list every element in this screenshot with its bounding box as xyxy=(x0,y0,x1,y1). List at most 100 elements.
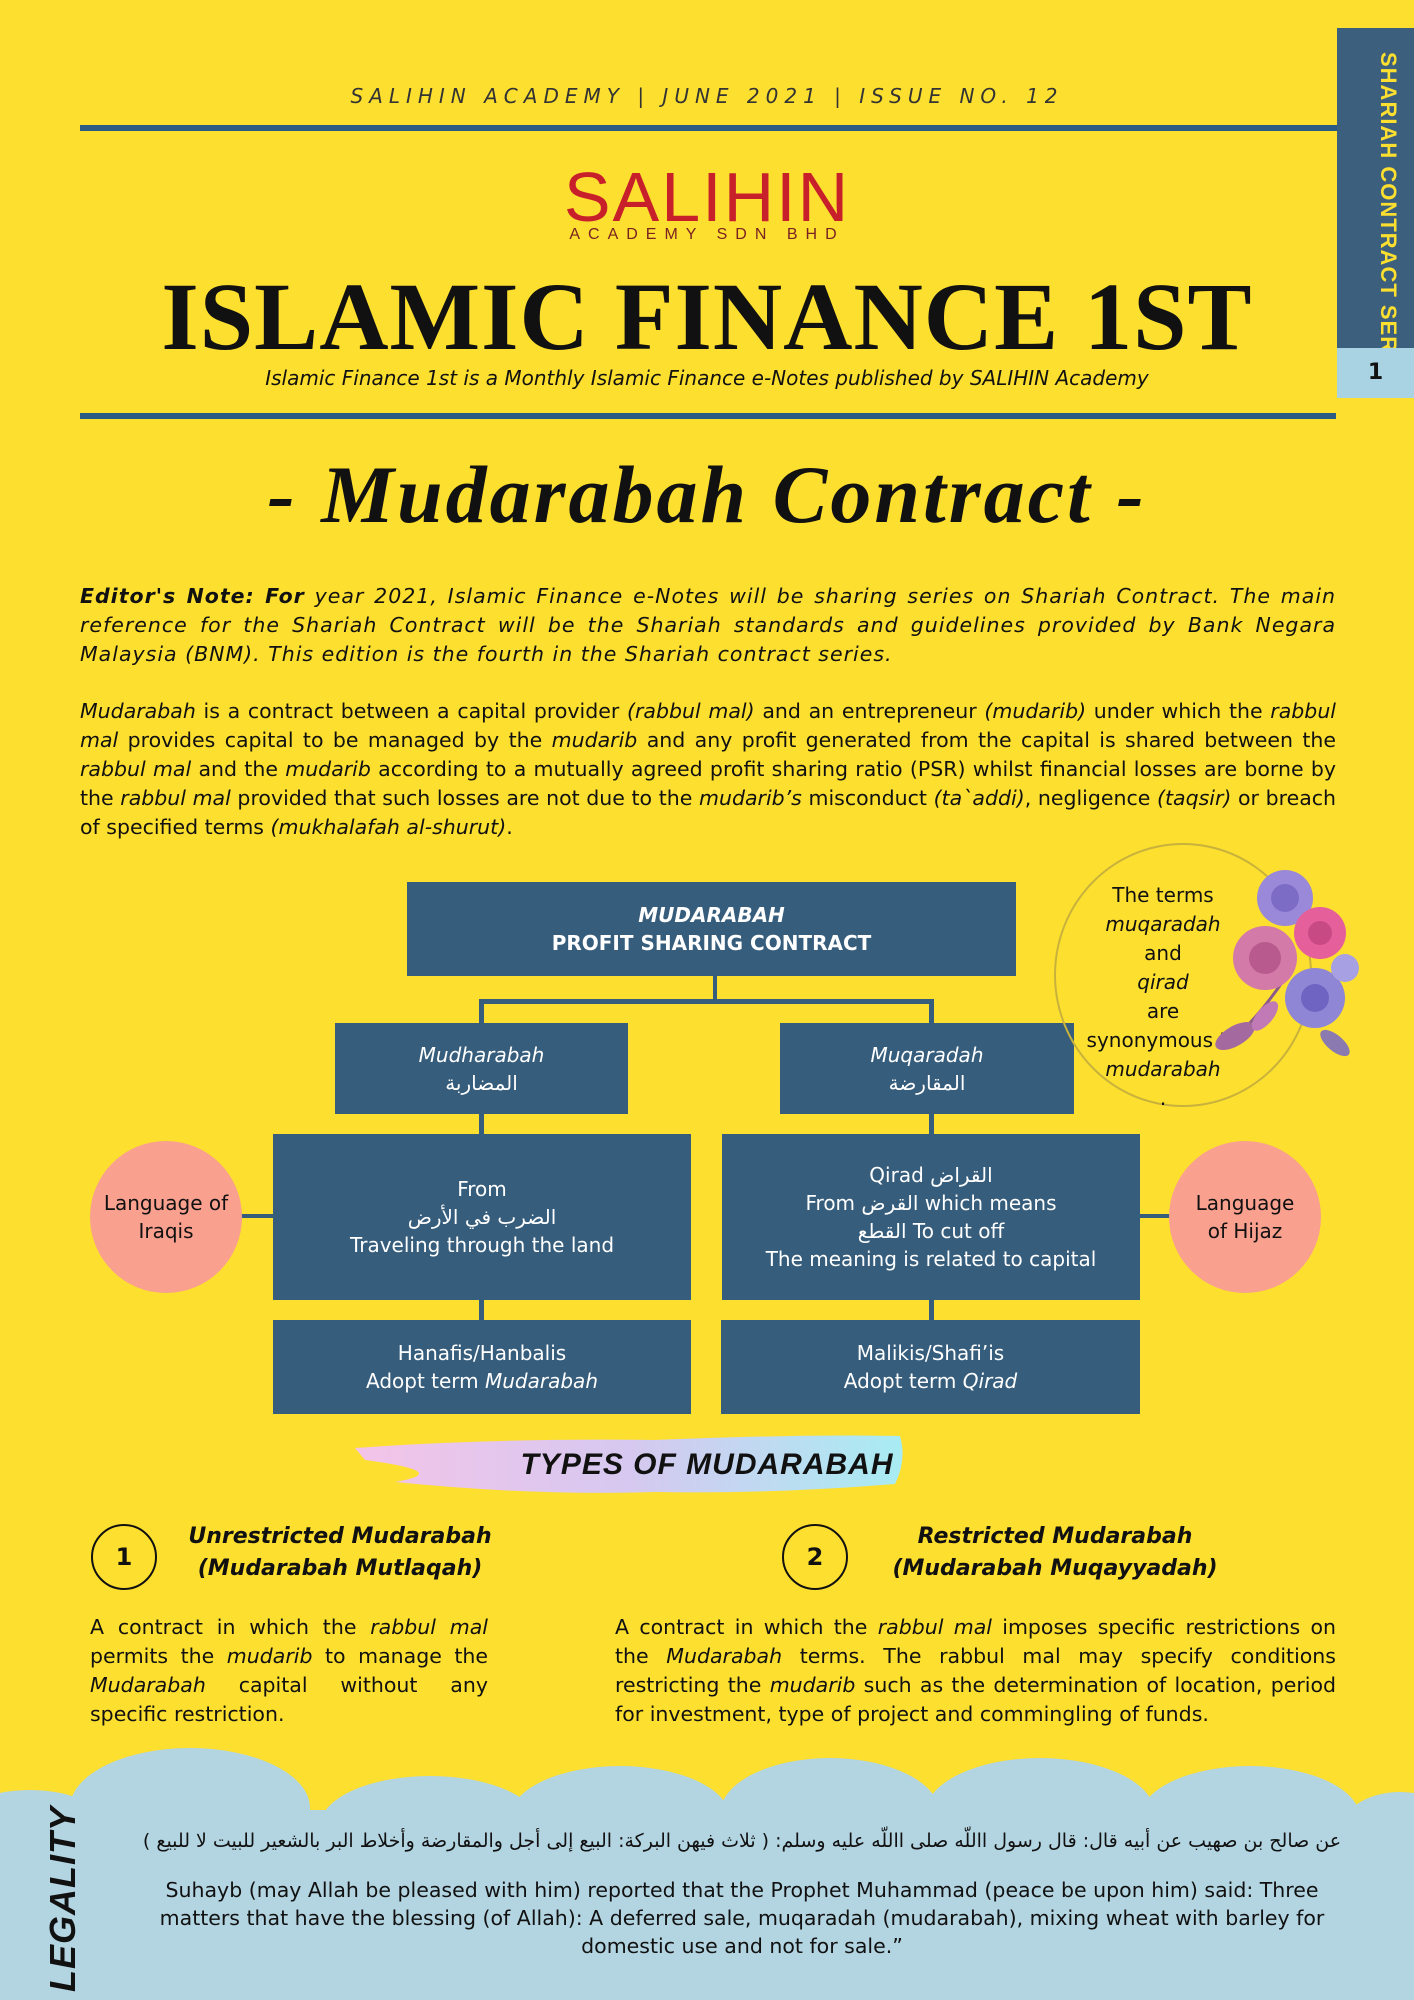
text: and any profit generated from the capita… xyxy=(637,728,1336,752)
note-text: . xyxy=(1159,1086,1167,1110)
note-line: The terms xyxy=(1112,883,1214,907)
term: (mukhalafah al-shurut) xyxy=(270,815,507,839)
editor-note-lead: Editor's Note: For xyxy=(80,584,305,608)
type-number-badge: 2 xyxy=(782,1524,848,1590)
term: (rabbul mal) xyxy=(626,699,755,723)
legality-label: LEGALITY xyxy=(42,1806,83,1992)
brush-stroke-banner xyxy=(355,1435,903,1493)
origin-line: القطع To cut off xyxy=(857,1219,1005,1243)
adopt-term: Mudarabah xyxy=(485,1369,598,1393)
page-number: 1 xyxy=(1337,348,1414,398)
logo-subtitle: ACADEMY SDN BHD xyxy=(569,226,845,243)
note-line: qirad are xyxy=(1056,968,1270,1026)
note-term: qirad xyxy=(1137,970,1189,994)
connector xyxy=(479,999,484,1024)
article-headline: - Mudarabah Contract - xyxy=(267,449,1147,540)
text: to manage the xyxy=(312,1644,488,1668)
note-text: are xyxy=(1146,999,1180,1023)
origin-line: From xyxy=(457,1177,507,1201)
origin-line: Traveling through the land xyxy=(349,1233,615,1257)
text: imposes specific restrictions on the xyxy=(615,1615,1336,1668)
type-description: A contract in which the rabbul mal impos… xyxy=(615,1613,1336,1729)
logo-name: SALIHIN xyxy=(563,158,851,236)
type-name: Restricted Mudarabah xyxy=(917,1524,1193,1549)
text: or breach of specified terms xyxy=(80,786,1337,839)
school-box-right: Malikis/Shafi’is Adopt term Qirad xyxy=(721,1320,1140,1414)
diagram-root: MUDARABAH PROFIT SHARING CONTRACT xyxy=(407,882,1016,976)
text: according to a mutually agreed profit sh… xyxy=(80,757,1336,810)
term-box-muqaradah: Muqaradah المقارضة xyxy=(780,1023,1074,1114)
term: mudarib xyxy=(769,1673,856,1697)
text: . xyxy=(506,815,513,839)
text: and an entrepreneur xyxy=(754,699,985,723)
text: terms. The rabbul mal may specify condit… xyxy=(615,1644,1336,1697)
connector xyxy=(929,1299,934,1321)
connector xyxy=(239,1214,273,1218)
hadith-arabic: عن صالح بن صهيب عن أبيه قال: قال رسول اا… xyxy=(142,1830,1342,1852)
connector xyxy=(479,1299,484,1321)
issue-line: SALIHIN ACADEMY | JUNE 2021 | ISSUE NO. … xyxy=(350,84,1064,108)
origin-line: Qirad القراض xyxy=(869,1163,993,1187)
text: permits the xyxy=(90,1644,227,1668)
term: rabbul mal xyxy=(370,1615,488,1639)
text: and the xyxy=(191,757,286,781)
term-arabic: المقارضة xyxy=(888,1070,966,1095)
type-name-arabic: (Mudarabah Mutlaqah) xyxy=(197,1556,483,1581)
connector xyxy=(929,999,934,1024)
adopt-text: Adopt term xyxy=(843,1369,963,1393)
series-tab-label: SHARIAH CONTRACT SERIES xyxy=(1376,52,1401,392)
language-label: Language of Hijaz xyxy=(1195,1191,1295,1243)
term: Mudarabah xyxy=(666,1644,783,1668)
type-title: Unrestricted Mudarabah (Mudarabah Mutlaq… xyxy=(170,1521,510,1585)
term: mudarib xyxy=(285,757,371,781)
term: mudarib xyxy=(226,1644,313,1668)
term: (taqsir) xyxy=(1156,786,1232,810)
term: rabbul mal xyxy=(80,699,1337,752)
text: is a contract between a capital provider xyxy=(195,699,627,723)
origin-line: الضرب في الأرض xyxy=(407,1205,557,1229)
term: Mudarabah xyxy=(80,699,196,723)
type-name-arabic: (Mudarabah Muqayyadah) xyxy=(892,1556,1218,1581)
connector xyxy=(713,975,717,1001)
language-hijaz-circle: Language of Hijaz xyxy=(1169,1141,1321,1293)
connector xyxy=(480,999,932,1004)
text: A contract in which the xyxy=(615,1615,878,1639)
text: A contract in which the xyxy=(90,1615,371,1639)
note-text: and xyxy=(1144,941,1182,965)
type-description: A contract in which the rabbul mal permi… xyxy=(90,1613,488,1729)
editor-note-text: year 2021, Islamic Finance e-Notes will … xyxy=(80,584,1337,666)
term-latin: Muqaradah xyxy=(870,1042,984,1067)
text: capital without any specific restriction… xyxy=(90,1673,488,1726)
term: (mudarib) xyxy=(984,699,1087,723)
connector xyxy=(479,1113,484,1135)
synonym-note-text: The terms muqaradah and qirad are synony… xyxy=(1056,845,1310,1113)
types-heading: TYPES OF MUDARABAH xyxy=(520,1448,894,1481)
term-box-mudharabah: Mudharabah المضاربة xyxy=(335,1023,628,1114)
term: rabbul mal xyxy=(120,786,231,810)
note-line: muqaradah and xyxy=(1056,910,1270,968)
publication-subtitle: Islamic Finance 1st is a Monthly Islamic… xyxy=(265,366,1149,390)
language-label: Language of Iraqis xyxy=(103,1191,229,1243)
logo: SALIHIN xyxy=(0,162,1414,232)
note-line: mudarabah. xyxy=(1056,1055,1270,1113)
top-rule xyxy=(80,125,1337,131)
school-name: Hanafis/Hanbalis xyxy=(397,1341,567,1365)
term: (ta`addi) xyxy=(933,786,1025,810)
text: provides capital to be managed by the xyxy=(118,728,552,752)
type-name: Unrestricted Mudarabah xyxy=(188,1524,492,1549)
term: mudarib xyxy=(551,728,638,752)
language-iraqis-circle: Language of Iraqis xyxy=(90,1141,242,1293)
text: misconduct xyxy=(801,786,934,810)
note-term: mudarabah xyxy=(1105,1057,1221,1081)
root-term: MUDARABAH xyxy=(638,903,785,927)
note-line: synonymous to xyxy=(1086,1028,1240,1052)
origin-box-right: Qirad القراض From القرض which means القط… xyxy=(722,1134,1140,1300)
header-bottom-rule xyxy=(80,413,1336,419)
editor-note: Editor's Note: For year 2021, Islamic Fi… xyxy=(80,582,1336,669)
origin-line: From القرض which means xyxy=(805,1191,1057,1215)
intro-paragraph: Mudarabah is a contract between a capita… xyxy=(80,697,1336,842)
school-name: Malikis/Shafi’is xyxy=(856,1341,1005,1365)
type-number-badge: 1 xyxy=(91,1524,157,1590)
connector xyxy=(929,1113,934,1135)
text: , negligence xyxy=(1024,786,1157,810)
